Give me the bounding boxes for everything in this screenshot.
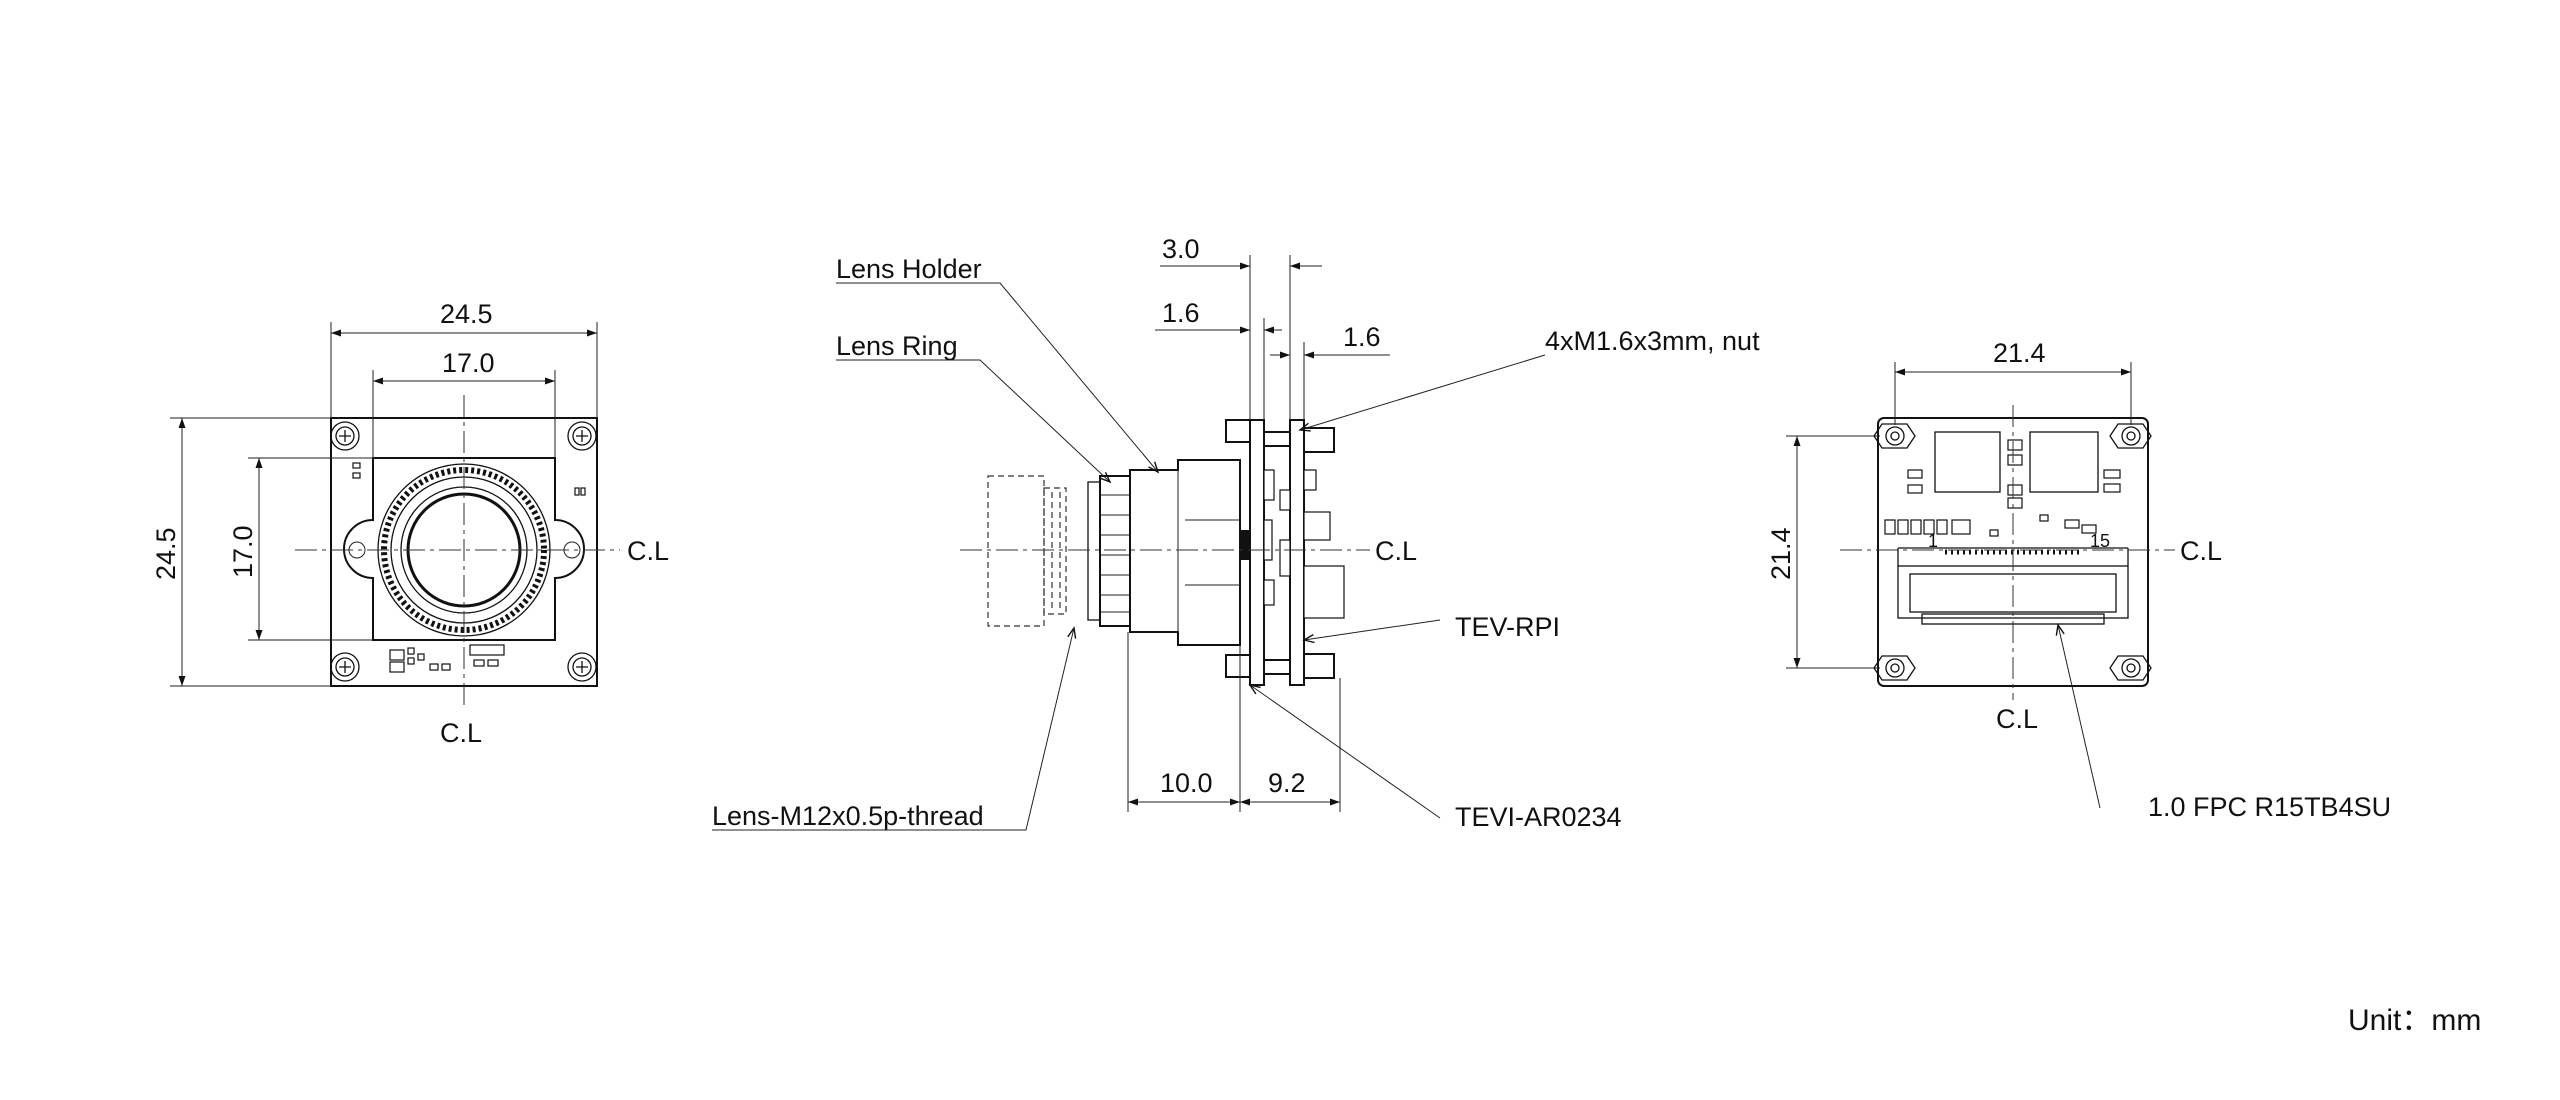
back-ic-right [2029,431,2099,493]
back-nut-icon [2109,655,2152,681]
leader-screw [1298,354,1546,432]
side-dim-left: 1.6 [1162,298,1200,328]
label-lens-thread: Lens-M12x0.5p-thread [712,801,984,831]
back-nut-icon [2109,423,2152,449]
label-screw: 4xM1.6x3mm, nut [1545,326,1760,356]
side-nut-top [1303,427,1335,453]
side-dim-top: 3.0 [1162,234,1200,264]
side-lens-barrel-dashed [1043,487,1067,615]
leader-lens-ring [836,359,1112,484]
unit-label: Unit：mm [2348,1004,2481,1037]
label-lens-ring: Lens Ring [836,331,958,361]
leader-tev-rpi [1302,619,1441,644]
label-lens-holder: Lens Holder [836,254,982,284]
back-nut-icon [1873,423,1916,449]
front-dim-height-outer: 24.5 [151,527,181,580]
side-lens-ring-knurl [1100,494,1130,613]
leader-tevi [1248,683,1441,819]
front-cl-label-h: C.L [627,536,669,566]
back-smd-components [1884,439,2121,537]
back-nut-icon [1873,655,1916,681]
label-tev-rpi: TEV-RPI [1455,612,1560,642]
side-lens-ring-step [1087,481,1101,621]
side-nut-bottom [1303,653,1335,679]
back-cl-label-v: C.L [1996,704,2038,734]
front-smd-components [352,462,586,673]
front-cl-label-v: C.L [440,718,482,748]
front-screw-icon [330,421,360,451]
side-lens-ring [1099,475,1131,627]
side-lens-holder [1129,459,1241,646]
front-lens-holder [343,457,585,641]
front-dim-width-outer: 24.5 [440,299,493,329]
side-standoff-top [1263,431,1291,447]
front-dim-height-inner: 17.0 [228,525,258,578]
side-board-tevi [1249,419,1265,686]
side-dim-bottom-right: 9.2 [1268,768,1306,798]
side-components [1240,469,1345,619]
back-pin-first: 1 [1928,531,1938,551]
back-view: 1 15 C.L C.L 21.4 21.4 1.0 FPC R15TB4SU [1766,338,2391,822]
leader-connector [2055,623,2101,809]
back-cl-label-h: C.L [2180,536,2222,566]
front-screw-icon [330,652,360,682]
side-view: C.L 3.0 1.6 1.6 10.0 9.2 Lens Holder Len… [712,234,1760,832]
leader-lens-thread [712,626,1077,831]
side-screw-head-bottom [1225,654,1251,678]
back-ic-left [1934,431,2001,493]
side-dim-right: 1.6 [1343,322,1381,352]
side-screw-head-top [1225,419,1251,443]
side-cl-label: C.L [1375,536,1417,566]
side-board-tev-rpi [1289,419,1305,686]
back-pin-last: 15 [2090,531,2110,551]
side-lens-thread-dashed [1051,492,1061,610]
label-connector: 1.0 FPC R15TB4SU [2148,792,2391,822]
side-dim-bottom-left: 10.0 [1160,768,1213,798]
front-view: C.L C.L 24.5 17.0 24.5 17.0 [151,299,669,748]
back-dim-height: 21.4 [1766,527,1796,580]
side-lens-holder-detail [1177,470,1240,632]
front-screw-icon [567,421,597,451]
back-dim-width: 21.4 [1993,338,2046,368]
side-lens-dashed [987,475,1045,627]
side-standoff-bottom [1263,659,1291,675]
front-dim-width-inner: 17.0 [442,348,495,378]
leader-lens-holder [836,282,1160,474]
front-screw-icon [567,652,597,682]
front-lens-ring-knurl [381,467,547,633]
label-tevi: TEVI-AR0234 [1455,802,1622,832]
